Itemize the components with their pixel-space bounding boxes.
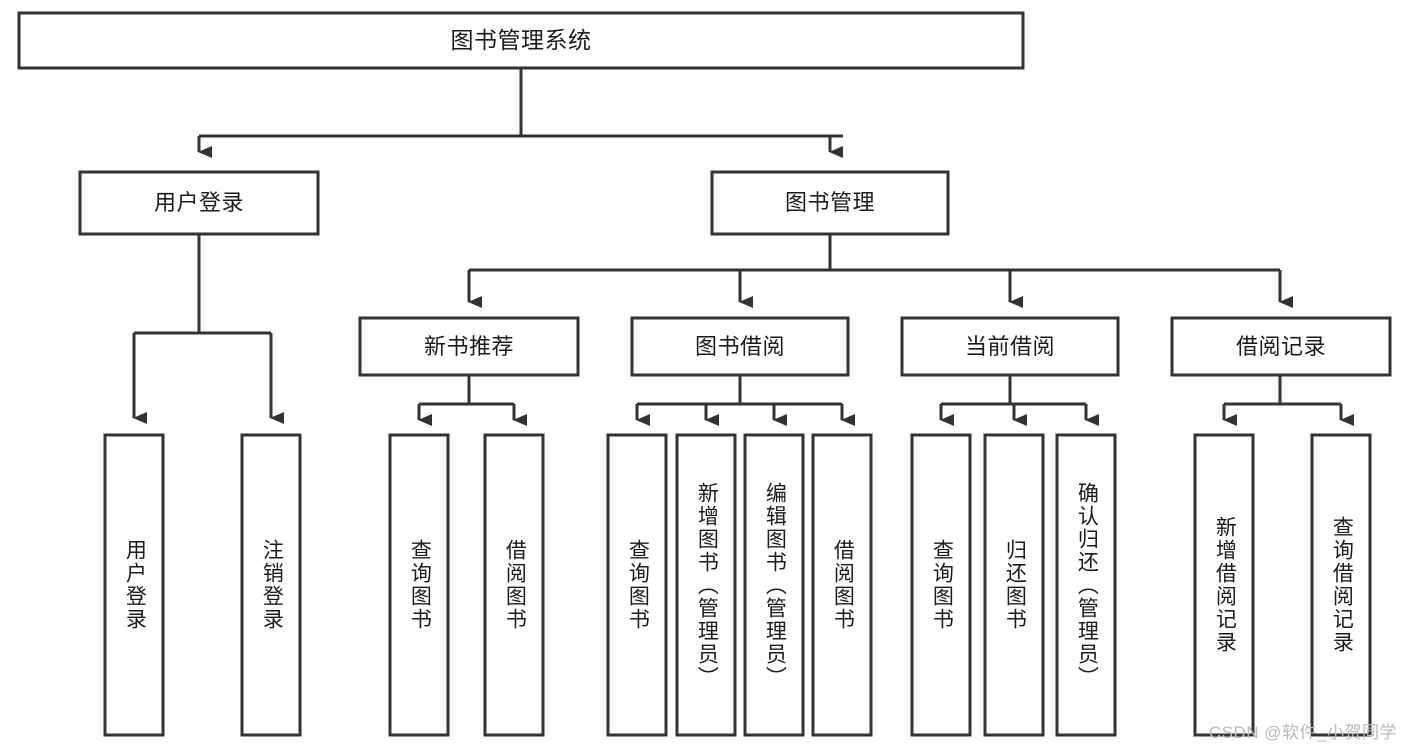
leaf-book-borrow-1[interactable] [675,433,737,737]
csdn-watermark: CSDN @软件_小贺同学 [1208,723,1397,742]
leaf-user-login-0[interactable] [103,433,165,737]
node-new-book-recommend[interactable] [358,316,580,377]
connector-root-to-level1 [197,68,843,158]
node-book-borrow[interactable] [630,316,850,377]
leaf-book-borrow-2[interactable] [743,433,805,737]
leaf-user-login-1[interactable] [240,433,302,737]
leaf-current-borrow-1[interactable] [983,433,1045,737]
node-root[interactable] [17,11,1025,70]
connector-userlogin-to-leaves [132,234,284,424]
leaf-new-book-0[interactable] [388,433,450,737]
node-book-management[interactable] [710,170,950,236]
leaf-current-borrow-2[interactable] [1055,433,1117,737]
connector-record-to-leaves [1222,375,1354,426]
connector-newbook-to-leaves [417,375,527,426]
leaf-book-borrow-3[interactable] [811,433,873,737]
connector-bookmgmt-to-level2 [467,234,1293,308]
connector-borrow-to-leaves [635,375,855,426]
leaf-current-borrow-0[interactable] [910,433,972,737]
leaf-borrow-record-0[interactable] [1193,433,1255,737]
node-user-login[interactable] [78,170,320,236]
connector-current-to-leaves [939,375,1099,426]
leaf-borrow-record-1[interactable] [1310,433,1372,737]
node-current-borrow[interactable] [900,316,1120,377]
leaf-book-borrow-0[interactable] [606,433,668,737]
leaf-new-book-1[interactable] [483,433,545,737]
node-borrow-record[interactable] [1170,316,1392,377]
